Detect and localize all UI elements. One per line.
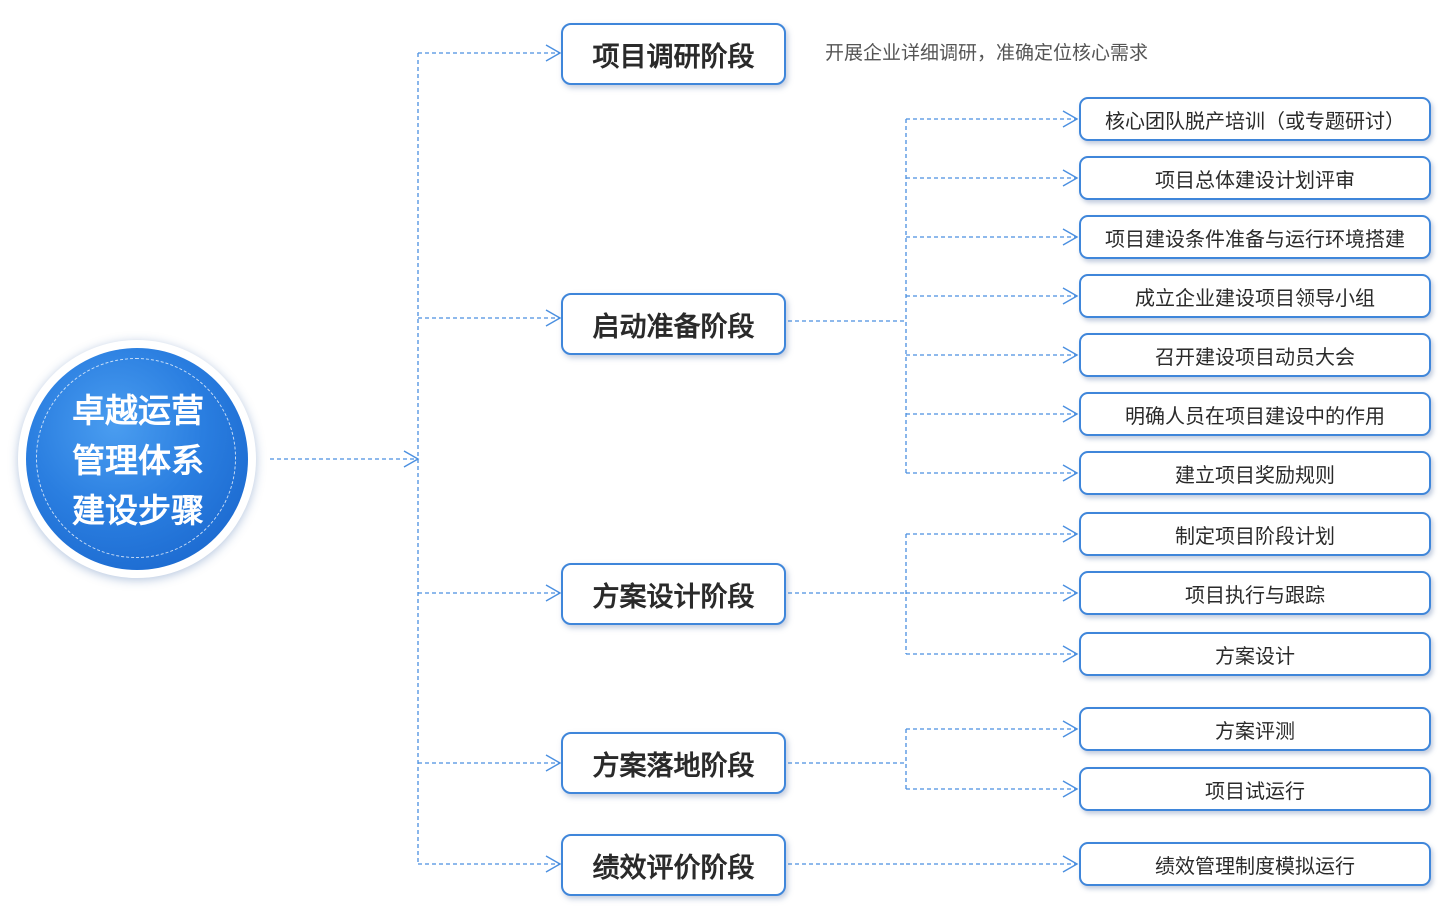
stage-design: 方案设计阶段 — [561, 563, 786, 625]
arrow-head — [1062, 720, 1079, 738]
step-item: 绩效管理制度模拟运行 — [1079, 842, 1431, 886]
arrow-head — [1062, 645, 1079, 663]
stage-evaluation: 绩效评价阶段 — [561, 834, 786, 896]
arrow-head — [1062, 464, 1079, 482]
step-item: 项目总体建设计划评审 — [1079, 156, 1431, 200]
stage-kickoff: 启动准备阶段 — [561, 293, 786, 355]
step-item: 明确人员在项目建设中的作用 — [1079, 392, 1431, 436]
arrow-head — [1062, 110, 1079, 128]
arrow-head — [1062, 780, 1079, 798]
stage-implementation: 方案落地阶段 — [561, 732, 786, 794]
arrow-head — [545, 754, 562, 772]
arrow-head — [1062, 169, 1079, 187]
arrow-head — [1062, 228, 1079, 246]
arrow-head — [1062, 346, 1079, 364]
arrow-head — [1062, 855, 1079, 873]
arrow-head — [545, 309, 562, 327]
root-circle-fill — [26, 348, 248, 570]
step-item: 核心团队脱产培训（或专题研讨） — [1079, 97, 1431, 141]
arrow-head — [1062, 287, 1079, 305]
step-item: 方案评测 — [1079, 707, 1431, 751]
arrow-head — [545, 584, 562, 602]
root-circle: 卓越运营 管理体系 建设步骤 — [18, 340, 256, 578]
step-item: 成立企业建设项目领导小组 — [1079, 274, 1431, 318]
step-item: 项目执行与跟踪 — [1079, 571, 1431, 615]
root-circle-dashed-ring — [36, 358, 236, 558]
stage-research-note: 开展企业详细调研，准确定位核心需求 — [825, 42, 1149, 64]
root-title: 卓越运营 管理体系 建设步骤 — [72, 391, 204, 530]
arrow-head — [1062, 584, 1079, 602]
step-item: 方案设计 — [1079, 632, 1431, 676]
step-item: 项目建设条件准备与运行环境搭建 — [1079, 215, 1431, 259]
step-item: 建立项目奖励规则 — [1079, 451, 1431, 495]
step-item: 项目试运行 — [1079, 767, 1431, 811]
arrow-head — [1062, 525, 1079, 543]
step-item: 召开建设项目动员大会 — [1079, 333, 1431, 377]
arrow-head — [1062, 405, 1079, 423]
arrow-head — [545, 855, 562, 873]
step-item: 制定项目阶段计划 — [1079, 512, 1431, 556]
arrow-head — [545, 44, 562, 62]
stage-research: 项目调研阶段 — [561, 23, 786, 85]
